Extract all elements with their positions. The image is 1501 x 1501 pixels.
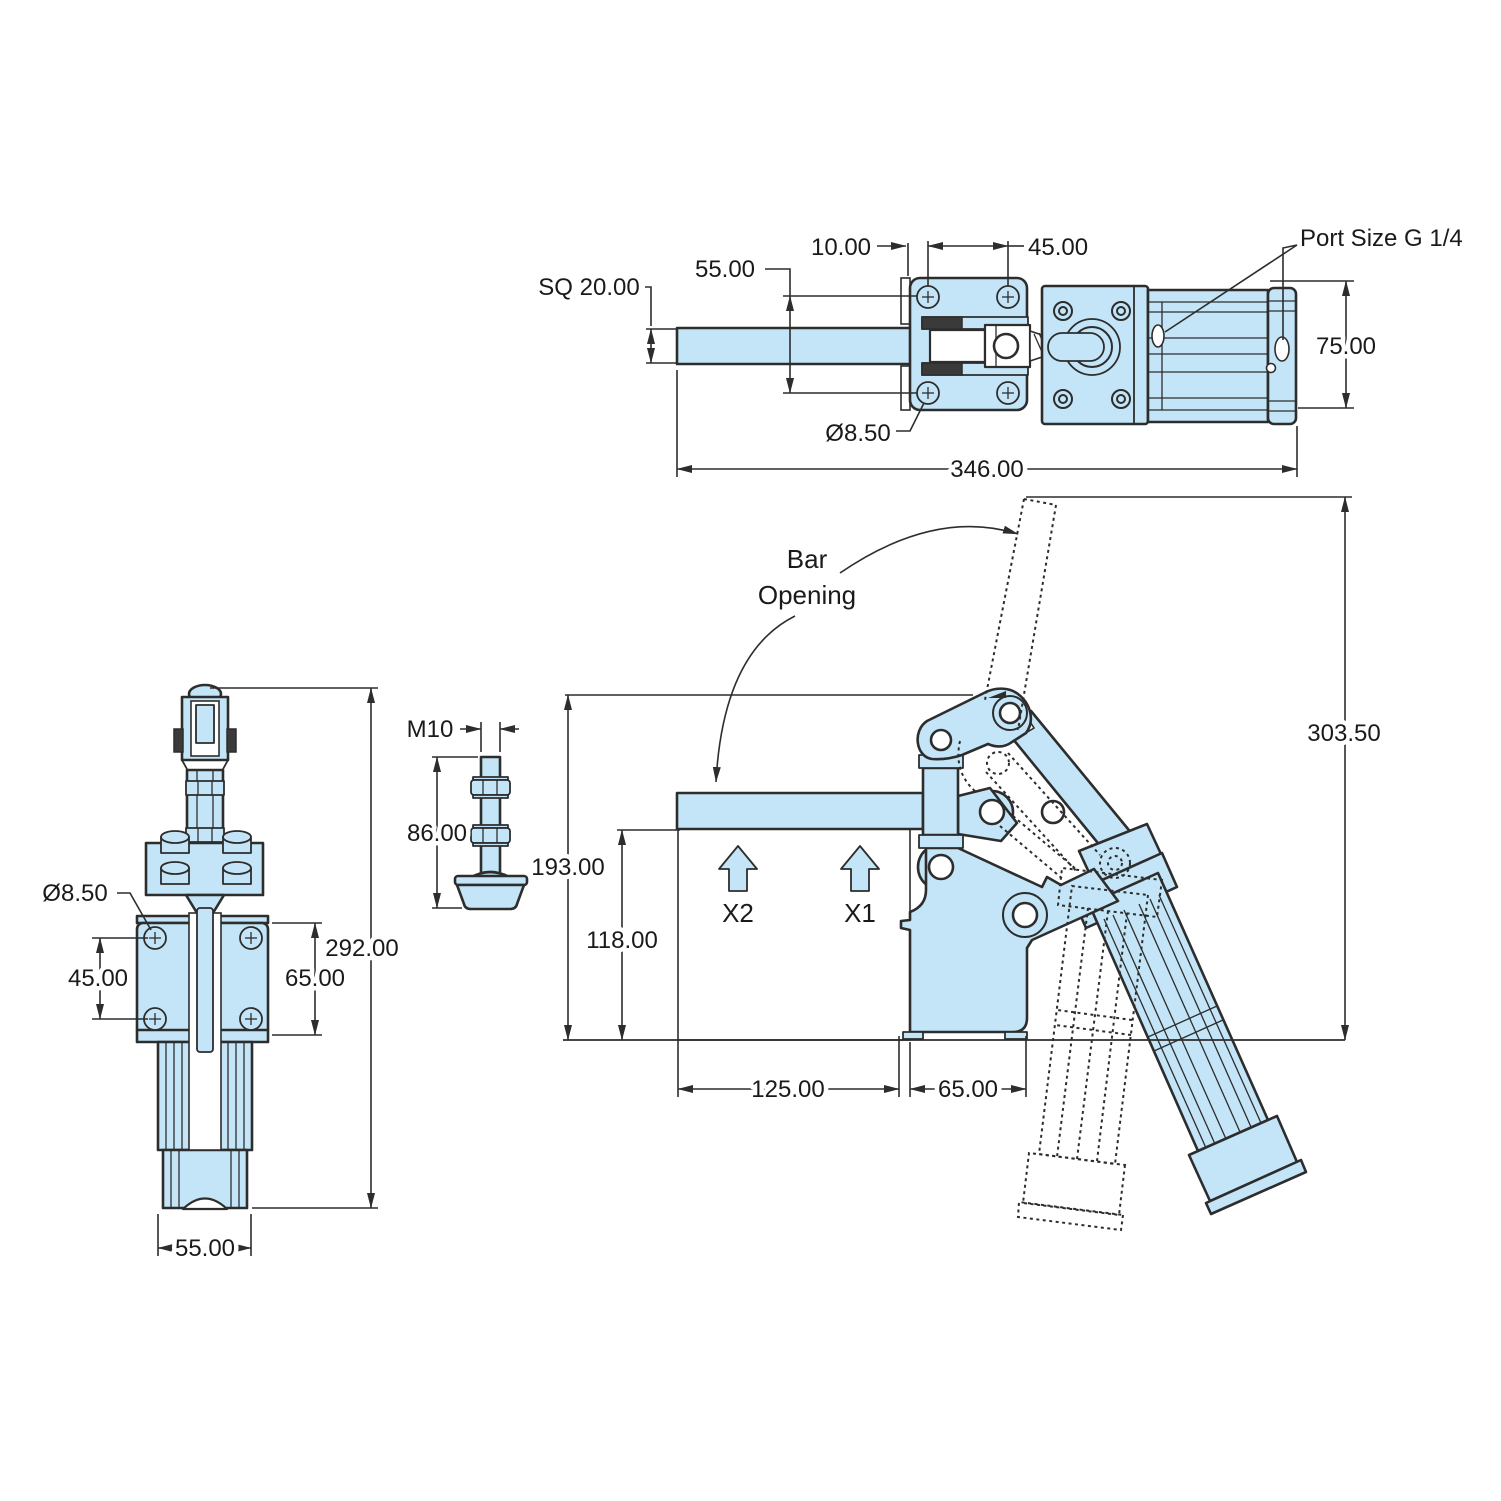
workpiece-area	[677, 828, 911, 1041]
head-bolts	[160, 830, 252, 885]
svg-text:10.00: 10.00	[811, 234, 871, 261]
svg-text:65.00: 65.00	[938, 1076, 998, 1103]
top-view: SQ 20.00 55.00 10.00 45.00 Port	[534, 221, 1467, 488]
dim-118: 118.00	[582, 829, 680, 1041]
svg-text:45.00: 45.00	[68, 965, 128, 992]
dim-65-front: 65.00	[272, 922, 350, 1036]
flange-screws	[1053, 301, 1131, 409]
open-position-outline	[957, 498, 1164, 1232]
svg-text:125.00: 125.00	[751, 1076, 824, 1103]
clevis-pin	[992, 332, 1020, 360]
dim-75: 75.00	[1270, 280, 1381, 409]
spindle-nut-2	[470, 824, 511, 847]
port-callout: Port Size G 1/4	[1164, 221, 1467, 340]
svg-text:Opening: Opening	[758, 580, 856, 610]
port-hole-end	[1274, 336, 1290, 362]
side-bar	[675, 791, 925, 831]
top-flange-plate	[900, 277, 911, 325]
top-cylinder	[1146, 288, 1270, 424]
x1-label: X1	[844, 898, 876, 928]
nut-lower	[185, 827, 225, 843]
front-plate-screws	[143, 926, 263, 1031]
svg-text:Ø8.50: Ø8.50	[42, 880, 107, 907]
svg-text:75.00: 75.00	[1316, 333, 1376, 360]
center-rod	[196, 907, 214, 1053]
svg-text:86.00: 86.00	[407, 820, 467, 847]
spindle-detail-view: M10 86.00	[402, 712, 529, 911]
dim-55-front: 55.00	[157, 1214, 252, 1267]
dim-346: 346.00	[676, 370, 1298, 488]
svg-text:55.00: 55.00	[695, 256, 755, 283]
svg-text:55.00: 55.00	[175, 1235, 235, 1262]
svg-text:303.50: 303.50	[1307, 720, 1380, 747]
top-bar	[675, 326, 922, 366]
svg-text:292.00: 292.00	[325, 935, 398, 962]
spindle-nut-1	[470, 776, 511, 799]
dim-292: 292.00	[210, 687, 403, 1209]
dim-sq20: SQ 20.00	[534, 270, 677, 364]
front-view: Ø8.50 45.00 65.00 292.00 55.00	[38, 683, 403, 1267]
svg-text:45.00: 45.00	[1028, 234, 1088, 261]
dim-193: 193.00	[527, 694, 973, 1041]
svg-text:346.00: 346.00	[950, 456, 1023, 483]
spindle-rod	[479, 755, 502, 879]
x1-arrow-icon	[840, 845, 880, 892]
side-view: X2 X1 Bar Opening 193.00 118.00 303.50	[527, 496, 1385, 1232]
svg-text:193.00: 193.00	[531, 854, 604, 881]
port-label: Port Size G 1/4	[1300, 225, 1463, 252]
dim-125: 125.00	[677, 1036, 900, 1108]
svg-text:Bar: Bar	[787, 544, 828, 574]
plate-screws	[916, 285, 1020, 405]
svg-text:65.00: 65.00	[285, 965, 345, 992]
x2-arrow-icon	[718, 845, 758, 892]
dim-45-top: 45.00	[927, 230, 1093, 290]
svg-text:Ø8.50: Ø8.50	[825, 420, 890, 447]
dim-65-side: 65.00	[909, 1036, 1027, 1108]
dim-10: 10.00	[806, 230, 909, 276]
bar-opening-callout: Bar Opening	[712, 525, 1019, 783]
x2-label: X2	[722, 898, 754, 928]
dim-55-top: 55.00	[690, 252, 920, 394]
dim-86: 86.00	[402, 756, 478, 909]
port-hole-top	[1151, 324, 1165, 348]
piston-rod	[1047, 332, 1105, 362]
spindle-foot	[453, 870, 529, 911]
dim-label: SQ 20.00	[538, 274, 639, 301]
dim-303: 303.50	[1026, 496, 1385, 1041]
arm-pivot	[998, 701, 1022, 725]
dim-dia-front: Ø8.50	[38, 876, 152, 931]
dim-m10: M10	[402, 712, 519, 752]
dim-dia-top: Ø8.50	[821, 398, 927, 452]
nut-upper	[185, 780, 225, 796]
svg-text:118.00: 118.00	[586, 927, 658, 954]
dim-45-front: 45.00	[63, 937, 148, 1020]
bar-holder	[921, 766, 960, 837]
svg-text:M10: M10	[407, 716, 454, 743]
